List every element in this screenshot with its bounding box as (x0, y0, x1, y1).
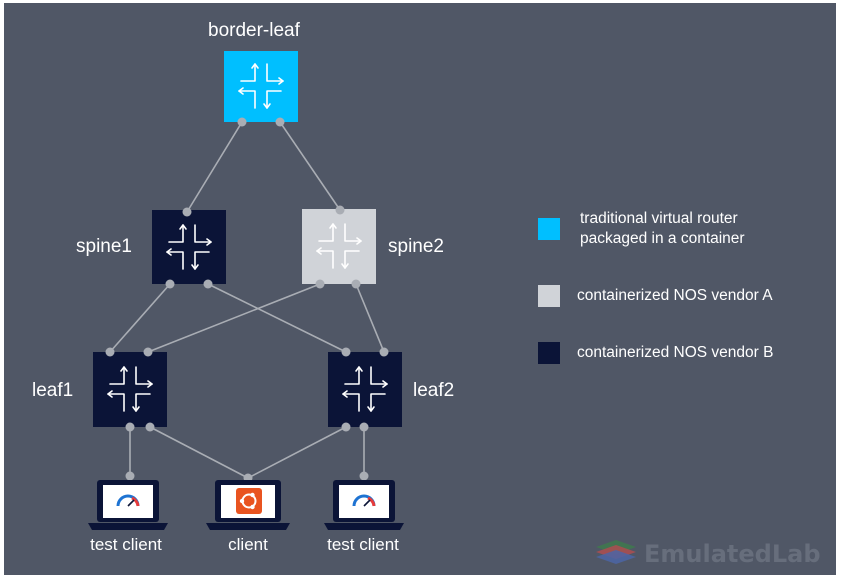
laptop-test-client-left (88, 480, 168, 530)
border-leaf-router (224, 51, 298, 122)
legend-line: packaged in a container (580, 230, 745, 247)
test-client-label-left: test client (90, 535, 162, 554)
link-spine2-leaf1 (147, 283, 321, 353)
legend-text-vendor-b: containerized NOS vendor B (577, 344, 774, 361)
emulatedlab-logo-icon (596, 540, 636, 564)
legend-swatch-border-leaf (538, 218, 560, 240)
speedometer-icon (352, 494, 376, 507)
watermark: EmulatedLab (644, 540, 821, 568)
speedometer-icon (116, 494, 140, 507)
laptop-client-middle (206, 480, 290, 530)
leaf2-label: leaf2 (413, 380, 455, 401)
legend-swatch-vendor-a (538, 285, 560, 307)
ubuntu-logo-icon (236, 488, 262, 514)
spine2-label: spine2 (388, 236, 444, 257)
link-leaf1-client (149, 426, 249, 479)
laptop-test-client-right (324, 480, 404, 530)
leaf1-router (93, 352, 167, 427)
legend-text-border-leaf: traditional virtual router packaged in a… (580, 209, 745, 249)
port-dots (105, 117, 389, 483)
link-leaf2-client (247, 426, 347, 479)
link-border-spine1 (186, 121, 243, 213)
leaf1-label: leaf1 (32, 380, 74, 401)
client-label-middle: client (228, 535, 268, 554)
spine1-router (152, 210, 226, 284)
link-spine2-leaf2 (355, 283, 385, 353)
legend-line: traditional virtual router (580, 210, 738, 227)
link-border-spine2 (279, 121, 341, 211)
legend-swatch-vendor-b (538, 342, 560, 364)
test-client-label-right: test client (327, 535, 399, 554)
spine1-label: spine1 (76, 236, 132, 257)
link-spine1-leaf2 (207, 283, 347, 353)
link-spine1-leaf1 (109, 283, 171, 353)
links (109, 121, 385, 479)
leaf2-router (328, 352, 402, 427)
spine2-router (302, 209, 376, 284)
diagram-canvas (4, 3, 836, 575)
border-leaf-label: border-leaf (208, 20, 300, 41)
legend-text-vendor-a: containerized NOS vendor A (577, 287, 773, 304)
